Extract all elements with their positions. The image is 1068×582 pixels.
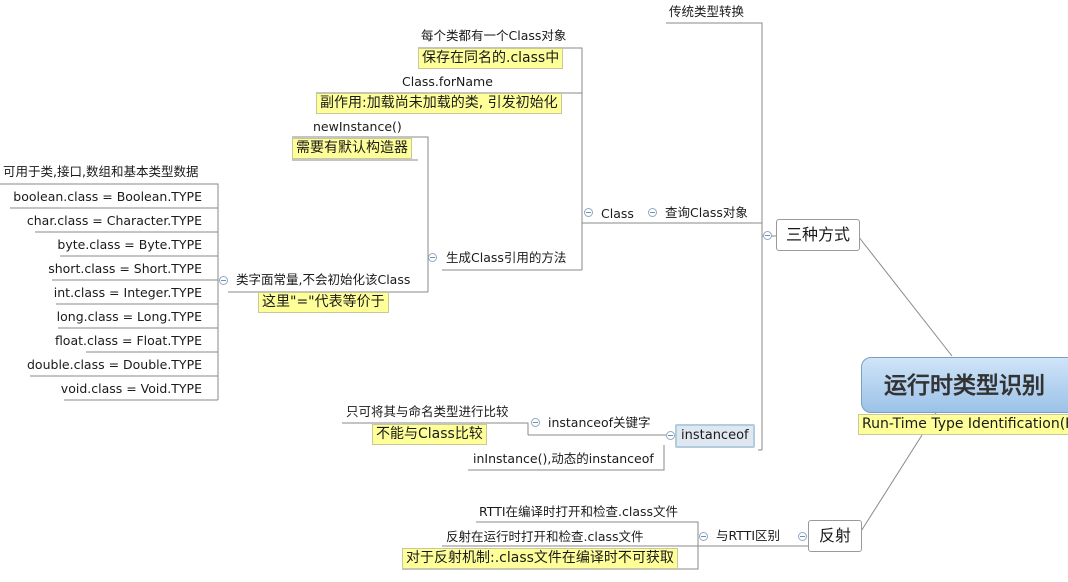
reflection-runtime-topic[interactable]: 反射在运行时打开和检查.class文件	[446, 529, 644, 544]
instanceof-topic[interactable]: instanceof	[675, 424, 755, 448]
literal-item[interactable]: long.class = Long.TYPE	[56, 309, 202, 324]
named-only-topic[interactable]: 只可将其与命名类型进行比较	[346, 404, 509, 419]
collapse-toggle-icon[interactable]	[531, 418, 540, 427]
literal-item[interactable]: byte.class = Byte.TYPE	[57, 237, 202, 252]
vs-rtti-topic[interactable]: 与RTTI区别	[716, 528, 781, 543]
literal-item[interactable]: char.class = Character.TYPE	[26, 213, 202, 228]
literal-item[interactable]: boolean.class = Boolean.TYPE	[13, 189, 202, 204]
collapse-toggle-icon[interactable]	[648, 208, 657, 217]
instanceof-keyword-topic[interactable]: instanceof关键字	[548, 415, 651, 430]
collapse-toggle-icon[interactable]	[798, 532, 807, 541]
three-ways-topic[interactable]: 三种方式	[776, 219, 860, 251]
literal-item[interactable]: double.class = Double.TYPE	[27, 357, 202, 372]
literal-item[interactable]: int.class = Integer.TYPE	[53, 285, 202, 300]
collapse-toggle-icon[interactable]	[428, 253, 437, 262]
root-note: Run-Time Type Identification(RTTI)	[858, 414, 1068, 435]
literal-item[interactable]: float.class = Float.TYPE	[54, 333, 202, 348]
new-instance-note: 需要有默认构造器	[292, 138, 412, 159]
literal-header[interactable]: 可用于类,接口,数组和基本类型数据	[3, 164, 199, 179]
class-topic[interactable]: Class	[601, 206, 634, 221]
dynamic-instanceof-topic[interactable]: inInstance(),动态的instanceof	[473, 451, 654, 466]
for-name-topic[interactable]: Class.forName	[402, 74, 493, 89]
literal-note: 这里"="代表等价于	[258, 292, 389, 313]
query-class-topic[interactable]: 查询Class对象	[665, 205, 748, 220]
traditional-cast-topic[interactable]: 传统类型转换	[669, 4, 745, 19]
collapse-toggle-icon[interactable]	[666, 431, 675, 440]
new-instance-topic[interactable]: newInstance()	[313, 119, 402, 134]
reflection-topic[interactable]: 反射	[808, 520, 862, 552]
literal-topic[interactable]: 类字面常量,不会初始化该Class	[236, 272, 411, 287]
literal-item[interactable]: short.class = Short.TYPE	[48, 261, 202, 276]
collapse-toggle-icon[interactable]	[763, 231, 772, 240]
collapse-toggle-icon[interactable]	[699, 532, 708, 541]
for-name-note: 副作用:加载尚未加载的类, 引发初始化	[316, 93, 562, 114]
rtti-compile-topic[interactable]: RTTI在编译时打开和检查.class文件	[479, 504, 679, 519]
reflection-note: 对于反射机制:.class文件在编译时不可获取	[402, 548, 678, 569]
per-class-note: 保存在同名的.class中	[418, 48, 564, 69]
gen-methods-topic[interactable]: 生成Class引用的方法	[446, 250, 567, 265]
collapse-toggle-icon[interactable]	[584, 208, 593, 217]
literal-item[interactable]: void.class = Void.TYPE	[60, 381, 202, 396]
collapse-toggle-icon[interactable]	[219, 276, 228, 285]
per-class-topic[interactable]: 每个类都有一个Class对象	[421, 28, 567, 43]
root-topic[interactable]: 运行时类型识别	[861, 357, 1068, 413]
instanceof-note: 不能与Class比较	[372, 424, 487, 445]
